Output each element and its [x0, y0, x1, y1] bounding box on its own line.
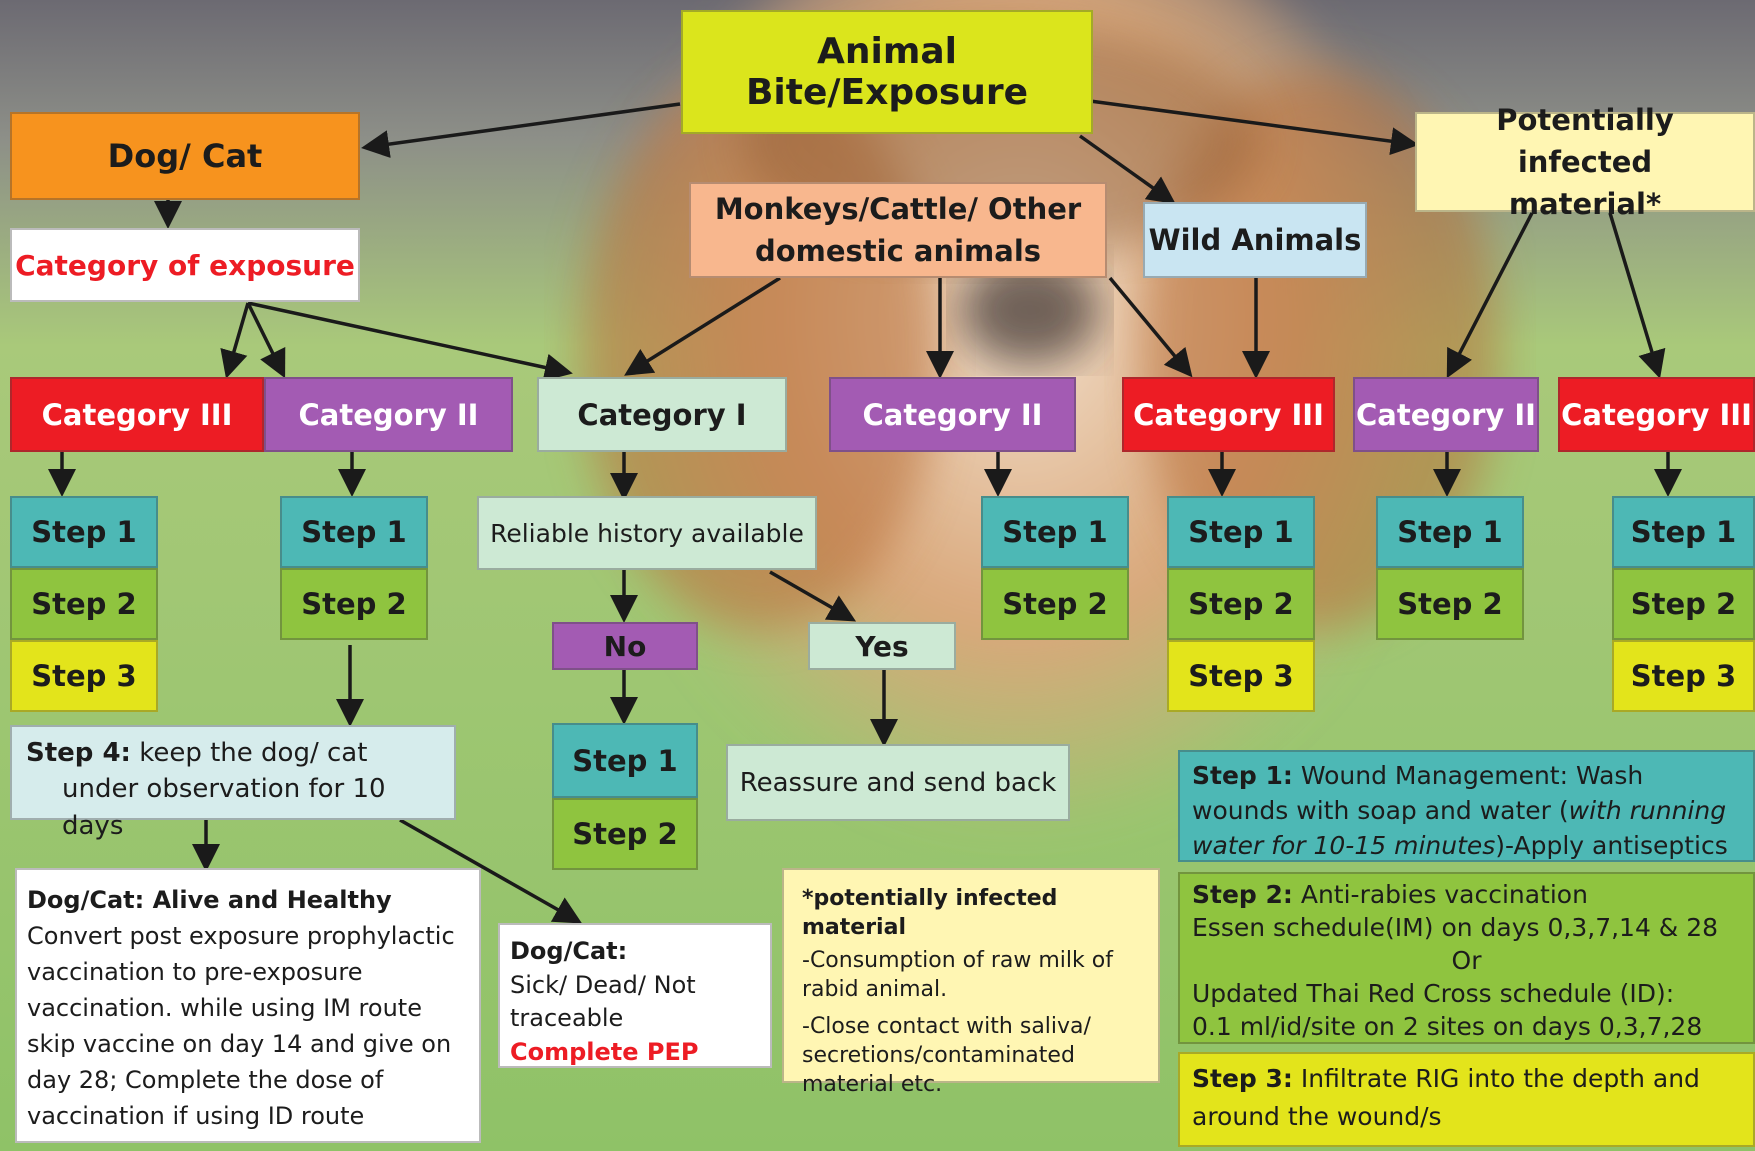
step3-box: Step 3 [1612, 640, 1755, 712]
step4-text2: under observation for 10 days [62, 774, 386, 841]
infected-note-title: *potentially infected material [802, 886, 1058, 941]
legend-step2-label: Step 2: [1192, 880, 1293, 909]
legend-step1-text: Wound Management: Wash wounds with soap … [1192, 761, 1644, 825]
alive-healthy-box: Dog/Cat: Alive and Healthy Convert post … [15, 868, 481, 1143]
legend-step2: Step 2: Anti-rabies vaccination Essen sc… [1178, 872, 1755, 1044]
legend-step2-line3: Updated Thai Red Cross schedule (ID): [1192, 979, 1675, 1008]
infected-note-item2: -Close contact with saliva/ secretions/c… [802, 1014, 1091, 1098]
step1-box: Step 1 [552, 723, 698, 798]
step3-box: Step 3 [1167, 640, 1315, 712]
step4-label: Step 4: [26, 738, 131, 768]
sick-body: Sick/ Dead/ Not traceable [510, 970, 696, 1033]
alive-title: Dog/Cat: Alive and Healthy [27, 886, 392, 914]
legend-step1-tail: )-Apply antiseptics [1495, 831, 1728, 860]
step2-box: Step 2 [1167, 568, 1315, 640]
step3-box: Step 3 [10, 640, 158, 712]
steps-cat1-no: Step 1 Step 2 [552, 723, 698, 870]
legend-step3: Step 3: Infiltrate RIG into the depth an… [1178, 1052, 1755, 1147]
step2-box: Step 2 [552, 798, 698, 870]
step2-box: Step 2 [10, 568, 158, 640]
steps-cat2-dogcat: Step 1 Step 2 [280, 496, 428, 640]
steps-cat2-material: Step 1 Step 2 [1376, 496, 1524, 640]
step2-box: Step 2 [1612, 568, 1755, 640]
node-dog-cat: Dog/ Cat [10, 112, 360, 200]
steps-cat3-material: Step 1 Step 2 Step 3 [1612, 496, 1755, 712]
node-reassure: Reassure and send back [726, 744, 1070, 821]
legend-step2-line2: Essen schedule(IM) on days 0,3,7,14 & 28 [1192, 913, 1719, 942]
sick-dead-box: Dog/Cat: Sick/ Dead/ Not traceable Compl… [498, 923, 772, 1068]
step1-box: Step 1 [280, 496, 428, 568]
legend-step2-or: Or [1451, 946, 1482, 975]
infected-note-item1: -Consumption of raw milk of rabid animal… [802, 948, 1113, 1003]
sick-title: Dog/Cat: [510, 937, 628, 965]
node-monkeys-cattle: Monkeys/Cattle/ Other domestic animals [689, 182, 1107, 278]
category-i: Category I [537, 377, 787, 452]
step1-box: Step 1 [1376, 496, 1524, 568]
node-reliable-history: Reliable history available [477, 496, 817, 570]
legend-step3-text: Infiltrate RIG into the depth and around… [1192, 1064, 1700, 1131]
legend-step2-line1: Anti-rabies vaccination [1300, 880, 1588, 909]
category-iii-wild: Category III [1122, 377, 1335, 452]
complete-pep: Complete PEP [510, 1037, 699, 1066]
legend-step1: Step 1: Wound Management: Wash wounds wi… [1178, 750, 1755, 862]
step4-text1: keep the dog/ cat [139, 738, 368, 768]
step1-box: Step 1 [1612, 496, 1755, 568]
steps-cat3-wild: Step 1 Step 2 Step 3 [1167, 496, 1315, 712]
alive-body: Convert post exposure prophylactic vacci… [27, 922, 455, 1130]
category-iii-dogcat: Category III [10, 377, 264, 452]
legend-step2-line4: 0.1 ml/id/site on 2 sites on days 0,3,7,… [1192, 1012, 1703, 1041]
legend-step3-label: Step 3: [1192, 1064, 1293, 1093]
category-ii-dogcat: Category II [264, 377, 513, 452]
category-ii-domestic: Category II [829, 377, 1076, 452]
step2-box: Step 2 [1376, 568, 1524, 640]
step4-observation: Step 4: keep the dog/ cat under observat… [10, 725, 456, 841]
category-iii-material: Category III [1558, 377, 1755, 452]
node-yes: Yes [808, 622, 956, 670]
category-ii-material: Category II [1353, 377, 1539, 452]
node-potentially-infected: Potentially infected material* [1415, 103, 1755, 221]
step2-box: Step 2 [981, 568, 1129, 640]
node-no: No [552, 622, 698, 670]
node-category-of-exposure: Category of exposure [10, 228, 360, 302]
legend-step1-italic: with running water for 10-15 minutes [1192, 796, 1727, 860]
step1-box: Step 1 [10, 496, 158, 568]
steps-cat3-dogcat: Step 1 Step 2 Step 3 [10, 496, 158, 712]
step2-box: Step 2 [280, 568, 428, 640]
step1-box: Step 1 [1167, 496, 1315, 568]
legend-step1-label: Step 1: [1192, 761, 1293, 790]
infected-material-note: *potentially infected material -Consumpt… [782, 868, 1160, 1097]
node-wild-animals: Wild Animals [1143, 202, 1367, 278]
node-animal-bite-exposure: Animal Bite/Exposure [681, 10, 1093, 134]
step1-box: Step 1 [981, 496, 1129, 568]
steps-cat2-domestic: Step 1 Step 2 [981, 496, 1129, 640]
